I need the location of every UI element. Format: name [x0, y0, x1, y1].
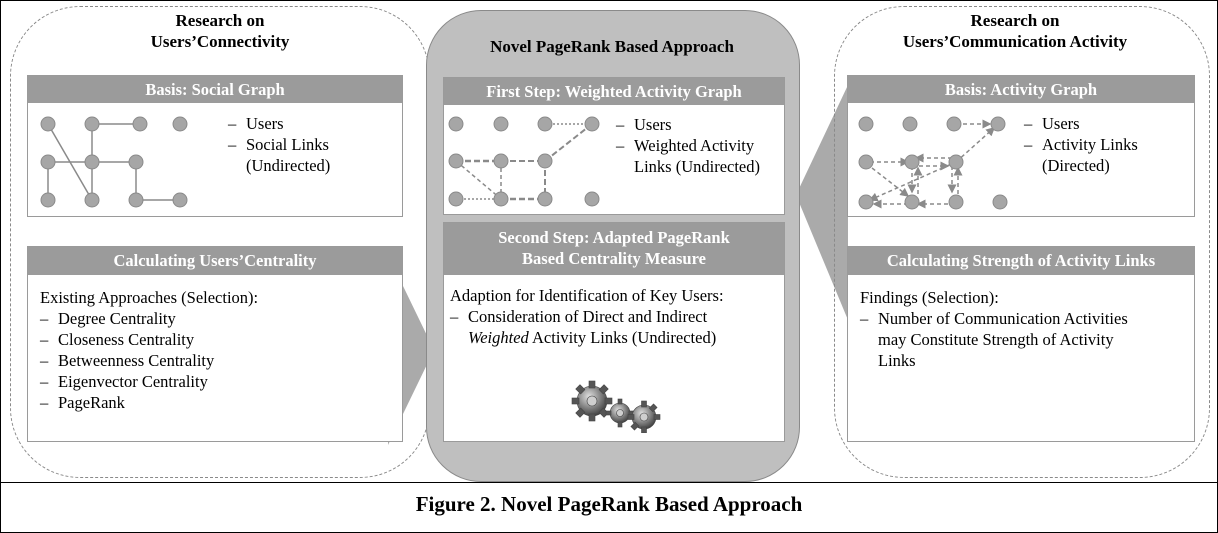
- legend-users: Users: [246, 114, 284, 133]
- right-title-line1: Research on: [970, 11, 1060, 30]
- activity-graph: [858, 116, 1008, 210]
- strength-text: Findings (Selection): –Number of Communi…: [860, 287, 1128, 371]
- item-dash: –: [40, 309, 49, 328]
- pagerank-header: Second Step: Adapted PageRank Based Cent…: [444, 223, 784, 275]
- weighted-graph-header: First Step: Weighted Activity Graph: [444, 78, 784, 105]
- legend-dash: –: [616, 136, 625, 155]
- item-indent: [450, 327, 468, 348]
- strength-intro: Findings (Selection):: [860, 288, 999, 307]
- strength-header: Calculating Strength of Activity Links: [848, 247, 1194, 275]
- item-text: Closeness Centrality: [58, 330, 195, 349]
- centrality-header: Calculating Users’Centrality: [28, 247, 402, 275]
- item-dash: –: [860, 309, 869, 328]
- legend-directed: (Directed): [1042, 156, 1110, 175]
- item-text: Consideration of Direct and Indirect: [468, 307, 708, 326]
- legend-row: –Activity Links: [1024, 134, 1138, 155]
- right-title-line2: Users’Communication Activity: [902, 32, 1128, 51]
- legend-row: (Directed): [1024, 155, 1138, 176]
- pagerank-header-line1: Second Step: Adapted PageRank: [498, 228, 730, 247]
- social-graph: [40, 116, 188, 208]
- legend-row: –Users: [616, 114, 760, 135]
- pagerank-text: Adaption for Identification of Key Users…: [450, 285, 724, 348]
- item-text-rest: Activity Links (Undirected): [528, 328, 717, 347]
- legend-social-links: Social Links: [246, 135, 329, 154]
- item-indent: [860, 350, 878, 371]
- item-text: Eigenvector Centrality: [58, 372, 208, 391]
- item-indent: [860, 329, 878, 350]
- left-panel-title: Research on Users’Connectivity: [100, 10, 340, 52]
- right-panel-title: Research on Users’Communication Activity: [840, 10, 1190, 52]
- left-title-line2: Users’Connectivity: [150, 32, 290, 51]
- item-text: Degree Centrality: [58, 309, 176, 328]
- weighted-graph-legend: –Users –Weighted Activity Links (Undirec…: [616, 114, 760, 177]
- item-text: may Constitute Strength of Activity: [878, 330, 1114, 349]
- activity-graph-legend: –Users –Activity Links (Directed): [1024, 113, 1138, 176]
- legend-dash: –: [228, 114, 237, 133]
- caption-divider: [0, 482, 1218, 483]
- legend-row: –Users: [1024, 113, 1138, 134]
- legend-row: –Weighted Activity: [616, 135, 760, 156]
- legend-row: (Undirected): [228, 155, 330, 176]
- list-item: Links: [860, 350, 1128, 371]
- legend-row: –Social Links: [228, 134, 330, 155]
- list-item: –Closeness Centrality: [40, 329, 258, 350]
- activity-graph-header: Basis: Activity Graph: [848, 76, 1194, 103]
- pagerank-box: Second Step: Adapted PageRank Based Cent…: [443, 222, 785, 442]
- legend-row: Links (Undirected): [616, 156, 760, 177]
- centrality-box: Calculating Users’Centrality Existing Ap…: [27, 246, 403, 442]
- weighted-italic: Weighted: [468, 328, 529, 347]
- legend-undirected: (Undirected): [246, 156, 331, 175]
- centrality-intro: Existing Approaches (Selection):: [40, 288, 259, 307]
- item-dash: –: [40, 393, 49, 412]
- list-item: –PageRank: [40, 392, 258, 413]
- legend-row: –Users: [228, 113, 330, 134]
- legend-dash: [1024, 155, 1042, 176]
- figure-caption: Figure 2. Novel PageRank Based Approach: [415, 492, 803, 516]
- item-dash: –: [450, 307, 459, 326]
- activity-graph-box: Basis: Activity Graph: [847, 75, 1195, 217]
- list-item: Weighted Activity Links (Undirected): [450, 327, 724, 348]
- arrow-right-to-center: [796, 85, 848, 320]
- list-item: –Betweenness Centrality: [40, 350, 258, 371]
- legend-weighted-activity: Weighted Activity: [634, 136, 755, 155]
- legend-dash: –: [1024, 135, 1033, 154]
- left-title-line1: Research on: [175, 11, 265, 30]
- gears-icon: [571, 380, 661, 433]
- legend-dash: –: [228, 135, 237, 154]
- legend-users: Users: [1042, 114, 1080, 133]
- legend-dash: [616, 156, 634, 177]
- center-panel-title: Novel PageRank Based Approach: [490, 37, 734, 56]
- right-panel: [834, 6, 1210, 478]
- list-item: may Constitute Strength of Activity: [860, 329, 1128, 350]
- legend-links-undirected: Links (Undirected): [634, 157, 760, 176]
- item-text: PageRank: [58, 393, 125, 412]
- list-item: –Eigenvector Centrality: [40, 371, 258, 392]
- weighted-activity-graph: [448, 116, 600, 207]
- strength-box: Calculating Strength of Activity Links F…: [847, 246, 1195, 442]
- social-graph-box: Basis: Social Graph –Users –Social Links…: [27, 75, 403, 217]
- item-dash: –: [40, 351, 49, 370]
- social-graph-header: Basis: Social Graph: [28, 76, 402, 103]
- item-dash: –: [40, 330, 49, 349]
- legend-dash: –: [616, 115, 625, 134]
- item-text: Links: [878, 351, 916, 370]
- social-graph-legend: –Users –Social Links (Undirected): [228, 113, 330, 176]
- item-text: Betweenness Centrality: [58, 351, 215, 370]
- legend-dash: [228, 155, 246, 176]
- list-item: –Degree Centrality: [40, 308, 258, 329]
- list-item: –Consideration of Direct and Indirect: [450, 306, 724, 327]
- pagerank-header-line2: Based Centrality Measure: [522, 249, 706, 268]
- item-text: Number of Communication Activities: [878, 309, 1128, 328]
- weighted-graph-box: First Step: Weighted Activity Graph –Use…: [443, 77, 785, 215]
- legend-dash: –: [1024, 114, 1033, 133]
- legend-users: Users: [634, 115, 672, 134]
- item-text: Weighted Activity Links (Undirected): [468, 327, 716, 348]
- list-item: –Number of Communication Activities: [860, 308, 1128, 329]
- pagerank-intro: Adaption for Identification of Key Users…: [450, 286, 724, 305]
- centrality-list: Existing Approaches (Selection): –Degree…: [40, 287, 258, 413]
- item-dash: –: [40, 372, 49, 391]
- legend-activity-links: Activity Links: [1042, 135, 1138, 154]
